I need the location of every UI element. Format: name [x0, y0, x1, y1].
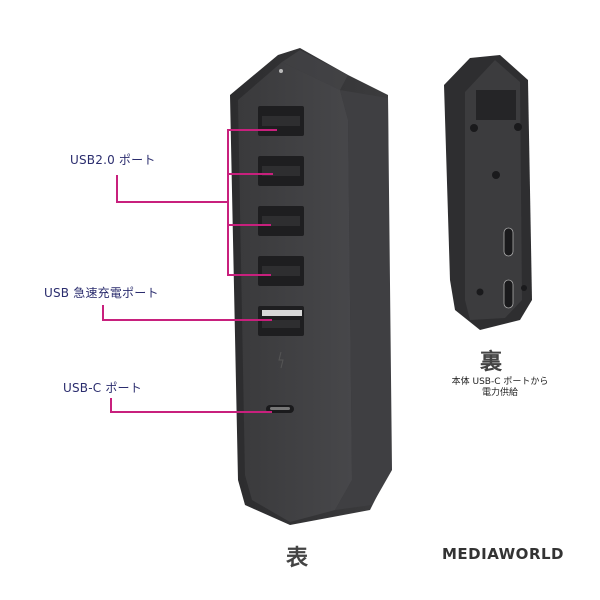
usb-a-ports [258, 106, 304, 336]
callout-bracket-usb20 [227, 129, 229, 276]
logo-text: MEDIAWORLD [442, 545, 564, 563]
callout-line-fast-charge-horizontal [102, 319, 272, 321]
caption-back-note-line2: 電力供給 [481, 388, 518, 398]
callout-branch-port1 [227, 129, 277, 131]
caption-back-note-line1: 本体 USB-C ポートから [451, 377, 549, 387]
callout-line-fast-charge-vertical [102, 305, 104, 320]
caption-back-note: 本体 USB-C ポートから 電力供給 [440, 377, 560, 399]
label-usbc-port: USB-C ポート [63, 381, 142, 395]
back-device-image [444, 55, 532, 330]
caption-back: 裏 [480, 350, 503, 375]
callout-line-usb20-vertical [116, 175, 118, 202]
callout-branch-port4 [227, 274, 271, 276]
callout-line-usbc-horizontal [110, 411, 272, 413]
label-usb20-port: USB2.0 ポート [70, 153, 156, 167]
callout-branch-port2 [227, 173, 273, 175]
callout-branch-port3 [227, 224, 271, 226]
callout-line-usb20-horizontal [116, 201, 228, 203]
brand-logo: MEDIAWORLD [442, 545, 564, 563]
label-usb-fast-charge-port: USB 急速充電ポート [44, 286, 159, 300]
caption-front: 表 [286, 546, 309, 571]
front-device-image [230, 48, 392, 525]
callout-line-usbc-vertical [110, 398, 112, 412]
